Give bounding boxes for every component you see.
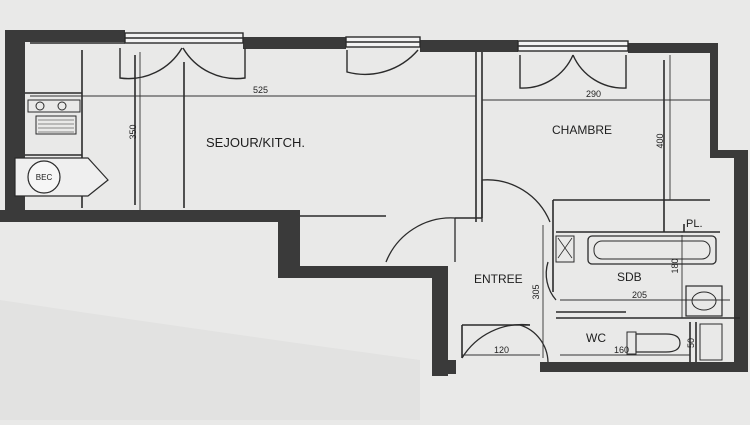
washbasin-bowl — [691, 291, 717, 311]
partitions — [25, 42, 740, 362]
room-label-sdb: SDB — [617, 270, 642, 284]
door-sejour-arc — [385, 217, 456, 263]
windows — [119, 32, 629, 89]
wall-bottom-step-vertical — [278, 210, 300, 278]
door-sdb-arc — [545, 261, 557, 301]
window-sejour-2 — [345, 36, 421, 76]
wall-bottom-corner — [432, 360, 456, 374]
dimension-sdb-depth: 180 — [670, 258, 680, 273]
sink-drainer-lines — [38, 119, 74, 133]
wall-bottom-mid — [278, 266, 448, 278]
water-heater-cross — [557, 237, 573, 259]
wall-bottom-right — [540, 362, 748, 372]
dimension-sdb-width: 205 — [632, 290, 647, 300]
paper-shadow — [0, 300, 420, 420]
room-label-chambre: CHAMBRE — [552, 123, 612, 137]
dimension-chambre-width: 290 — [586, 89, 601, 99]
burner-2 — [57, 101, 67, 111]
room-label-placard: PL. — [686, 218, 703, 230]
boiler-label: BEC — [36, 173, 53, 182]
bathtub — [587, 235, 717, 265]
wc-closet — [699, 323, 723, 361]
dimension-sejour-width: 525 — [253, 85, 268, 95]
wall-right-upper — [710, 43, 718, 155]
kitchen-fixtures: BEC — [14, 99, 109, 197]
walls — [0, 30, 748, 376]
cooktop — [27, 99, 81, 113]
dimension-entree-width: 120 — [494, 345, 509, 355]
room-label-wc: WC — [586, 331, 606, 345]
window-chambre — [517, 40, 629, 89]
washbasin — [685, 285, 723, 317]
door-entry-arc — [461, 323, 531, 359]
water-heater — [555, 235, 575, 263]
dimension-wc-depth: 50 — [686, 338, 696, 348]
wall-bottom-left — [0, 210, 300, 222]
toilet — [635, 333, 681, 353]
dimension-chambre-depth: 400 — [655, 133, 665, 148]
boiler-circle — [27, 160, 61, 194]
room-label-entree: ENTREE — [474, 272, 523, 286]
door-wc-arc — [519, 324, 549, 363]
wall-entree-left — [432, 266, 448, 376]
dimension-wc-width: 160 — [614, 345, 629, 355]
door-chambre-arc — [481, 179, 551, 223]
bathroom-fixtures — [555, 235, 723, 361]
wall-top-1 — [5, 30, 125, 42]
burner-1 — [35, 101, 45, 111]
dimension-lines — [30, 52, 730, 358]
toilet-tank — [626, 331, 637, 355]
wall-top-3 — [420, 40, 518, 52]
wall-top-2 — [243, 37, 346, 49]
room-label-sejour: SEJOUR/KITCH. — [206, 135, 305, 150]
wall-right-lower — [734, 155, 748, 367]
sink — [35, 115, 77, 135]
wall-top-4 — [628, 43, 718, 53]
dimension-sejour-depth: 350 — [128, 124, 138, 139]
doors — [385, 179, 557, 363]
wall-right-step — [710, 150, 748, 158]
bathtub-inner — [593, 240, 711, 260]
window-sejour-1 — [119, 32, 246, 80]
dimension-entree-depth: 305 — [531, 284, 541, 299]
